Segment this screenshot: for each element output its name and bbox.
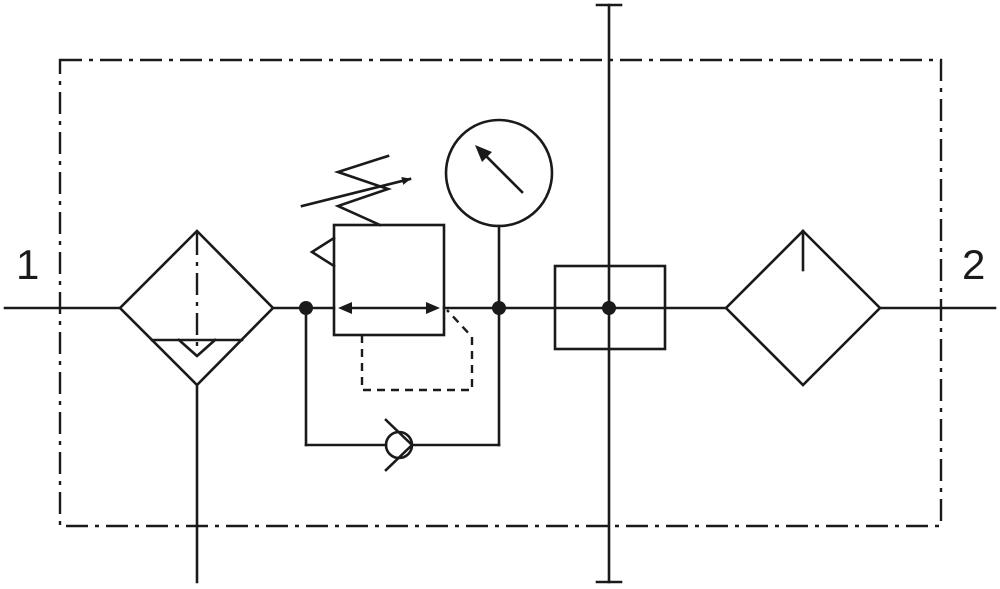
gauge-needle — [480, 150, 524, 194]
check-valve-ball-icon — [384, 430, 414, 460]
pilot-feedback-line — [360, 309, 474, 392]
separator-drain-cup — [177, 338, 217, 358]
adjustable-spring-icon — [333, 154, 393, 227]
pressure-regulator-symbol — [300, 154, 474, 392]
bypass-check-valve-circuit — [304, 306, 501, 472]
junction-dot — [299, 301, 313, 315]
gauge-needle-tip-icon — [475, 145, 492, 162]
flow-arrow-left-icon — [338, 302, 352, 314]
filter-water-separator-symbol — [118, 229, 275, 584]
lubricator-diamond — [724, 229, 882, 387]
flow-arrow-right-icon — [426, 302, 440, 314]
distribution-block-symbol — [553, 3, 667, 584]
gauge-dial — [444, 118, 554, 228]
pressure-gauge-symbol — [444, 118, 554, 310]
unit-enclosure-boundary — [58, 58, 943, 528]
outlet-port-label: 2 — [962, 241, 986, 288]
junction-dot — [602, 301, 616, 315]
adjustment-arrow-icon — [300, 177, 412, 208]
lubricator-symbol — [724, 229, 882, 387]
regulator-valve-body — [332, 223, 446, 337]
check-valve-seat-icon — [384, 418, 414, 472]
inlet-port-label: 1 — [16, 241, 40, 288]
regulator-pilot-triangle — [309, 236, 336, 268]
junction-dot — [492, 301, 506, 315]
